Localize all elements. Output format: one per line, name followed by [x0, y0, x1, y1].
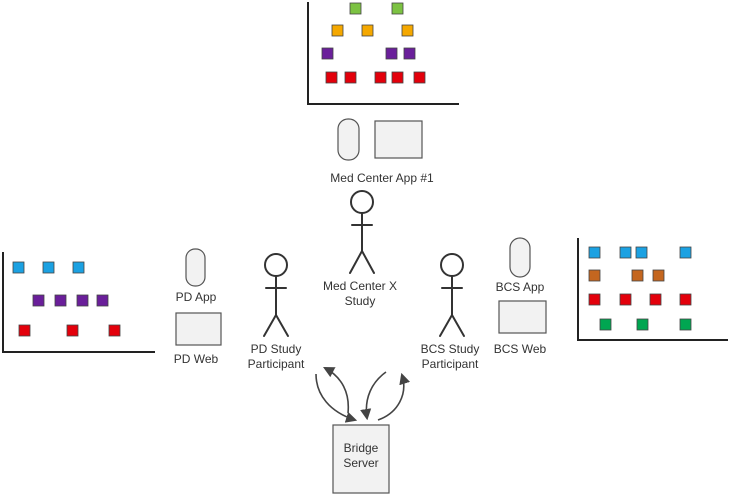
orange-data-square	[401, 24, 414, 37]
med-center-web-icon	[374, 120, 423, 159]
brown-data-square	[631, 269, 644, 282]
green-data-square	[636, 318, 649, 331]
top-data-cluster	[307, 2, 459, 105]
blue-data-square	[635, 246, 648, 259]
red-data-square	[679, 293, 692, 306]
blue-data-square	[588, 246, 601, 259]
pd-web-label: PD Web	[174, 352, 219, 366]
bcs-phone-icon	[509, 237, 531, 278]
med-center-figure-head	[350, 190, 374, 214]
right-data-squares	[588, 246, 692, 331]
purple-data-square	[54, 294, 67, 307]
bcs-to-server-arrow	[360, 371, 387, 421]
pd-phone-icon	[185, 248, 206, 287]
red-data-square	[108, 324, 121, 337]
pd-participant-figure	[263, 253, 289, 337]
bcs-web-icon	[498, 300, 547, 334]
blue-data-square	[12, 261, 25, 274]
med-center-app-label: Med Center App #1	[330, 171, 434, 185]
red-data-square	[374, 71, 387, 84]
pd-web-icon	[175, 312, 222, 346]
orange-data-square	[331, 24, 344, 37]
right-data-cluster	[577, 238, 728, 341]
bcs-participant-figure	[439, 253, 465, 337]
red-data-square	[344, 71, 357, 84]
pd-figure-head	[264, 253, 288, 277]
purple-data-square	[403, 47, 416, 60]
green-data-square	[679, 318, 692, 331]
purple-data-square	[385, 47, 398, 60]
server-to-bcs-arrow	[377, 372, 411, 421]
server-to-pd-arrow	[323, 366, 350, 414]
med-center-study-figure	[349, 190, 375, 274]
red-data-square	[619, 293, 632, 306]
left-data-squares	[12, 261, 121, 337]
left-data-cluster	[2, 252, 155, 353]
bcs-figure-head	[440, 253, 464, 277]
top-data-squares	[321, 2, 426, 84]
red-data-square	[588, 293, 601, 306]
blue-data-square	[72, 261, 85, 274]
med-center-phone-icon	[337, 118, 360, 161]
bridge-server-box	[332, 424, 390, 494]
red-data-square	[391, 71, 404, 84]
lime-data-square	[349, 2, 362, 15]
red-data-square	[649, 293, 662, 306]
red-data-square	[325, 71, 338, 84]
purple-data-square	[76, 294, 89, 307]
purple-data-square	[32, 294, 45, 307]
purple-data-square	[96, 294, 109, 307]
red-data-square	[66, 324, 79, 337]
red-data-square	[18, 324, 31, 337]
pd-to-server-arrow	[315, 373, 358, 423]
bcs-web-label: BCS Web	[494, 342, 547, 356]
pd-app-label: PD App	[176, 290, 217, 304]
right-data-axis	[577, 238, 728, 341]
top-data-axis	[307, 2, 459, 105]
brown-data-square	[588, 269, 601, 282]
orange-data-square	[361, 24, 374, 37]
blue-data-square	[679, 246, 692, 259]
bcs-app-label: BCS App	[496, 280, 545, 294]
red-data-square	[413, 71, 426, 84]
blue-data-square	[619, 246, 632, 259]
blue-data-square	[42, 261, 55, 274]
purple-data-square	[321, 47, 334, 60]
green-data-square	[599, 318, 612, 331]
left-data-axis	[2, 252, 155, 353]
brown-data-square	[652, 269, 665, 282]
lime-data-square	[391, 2, 404, 15]
